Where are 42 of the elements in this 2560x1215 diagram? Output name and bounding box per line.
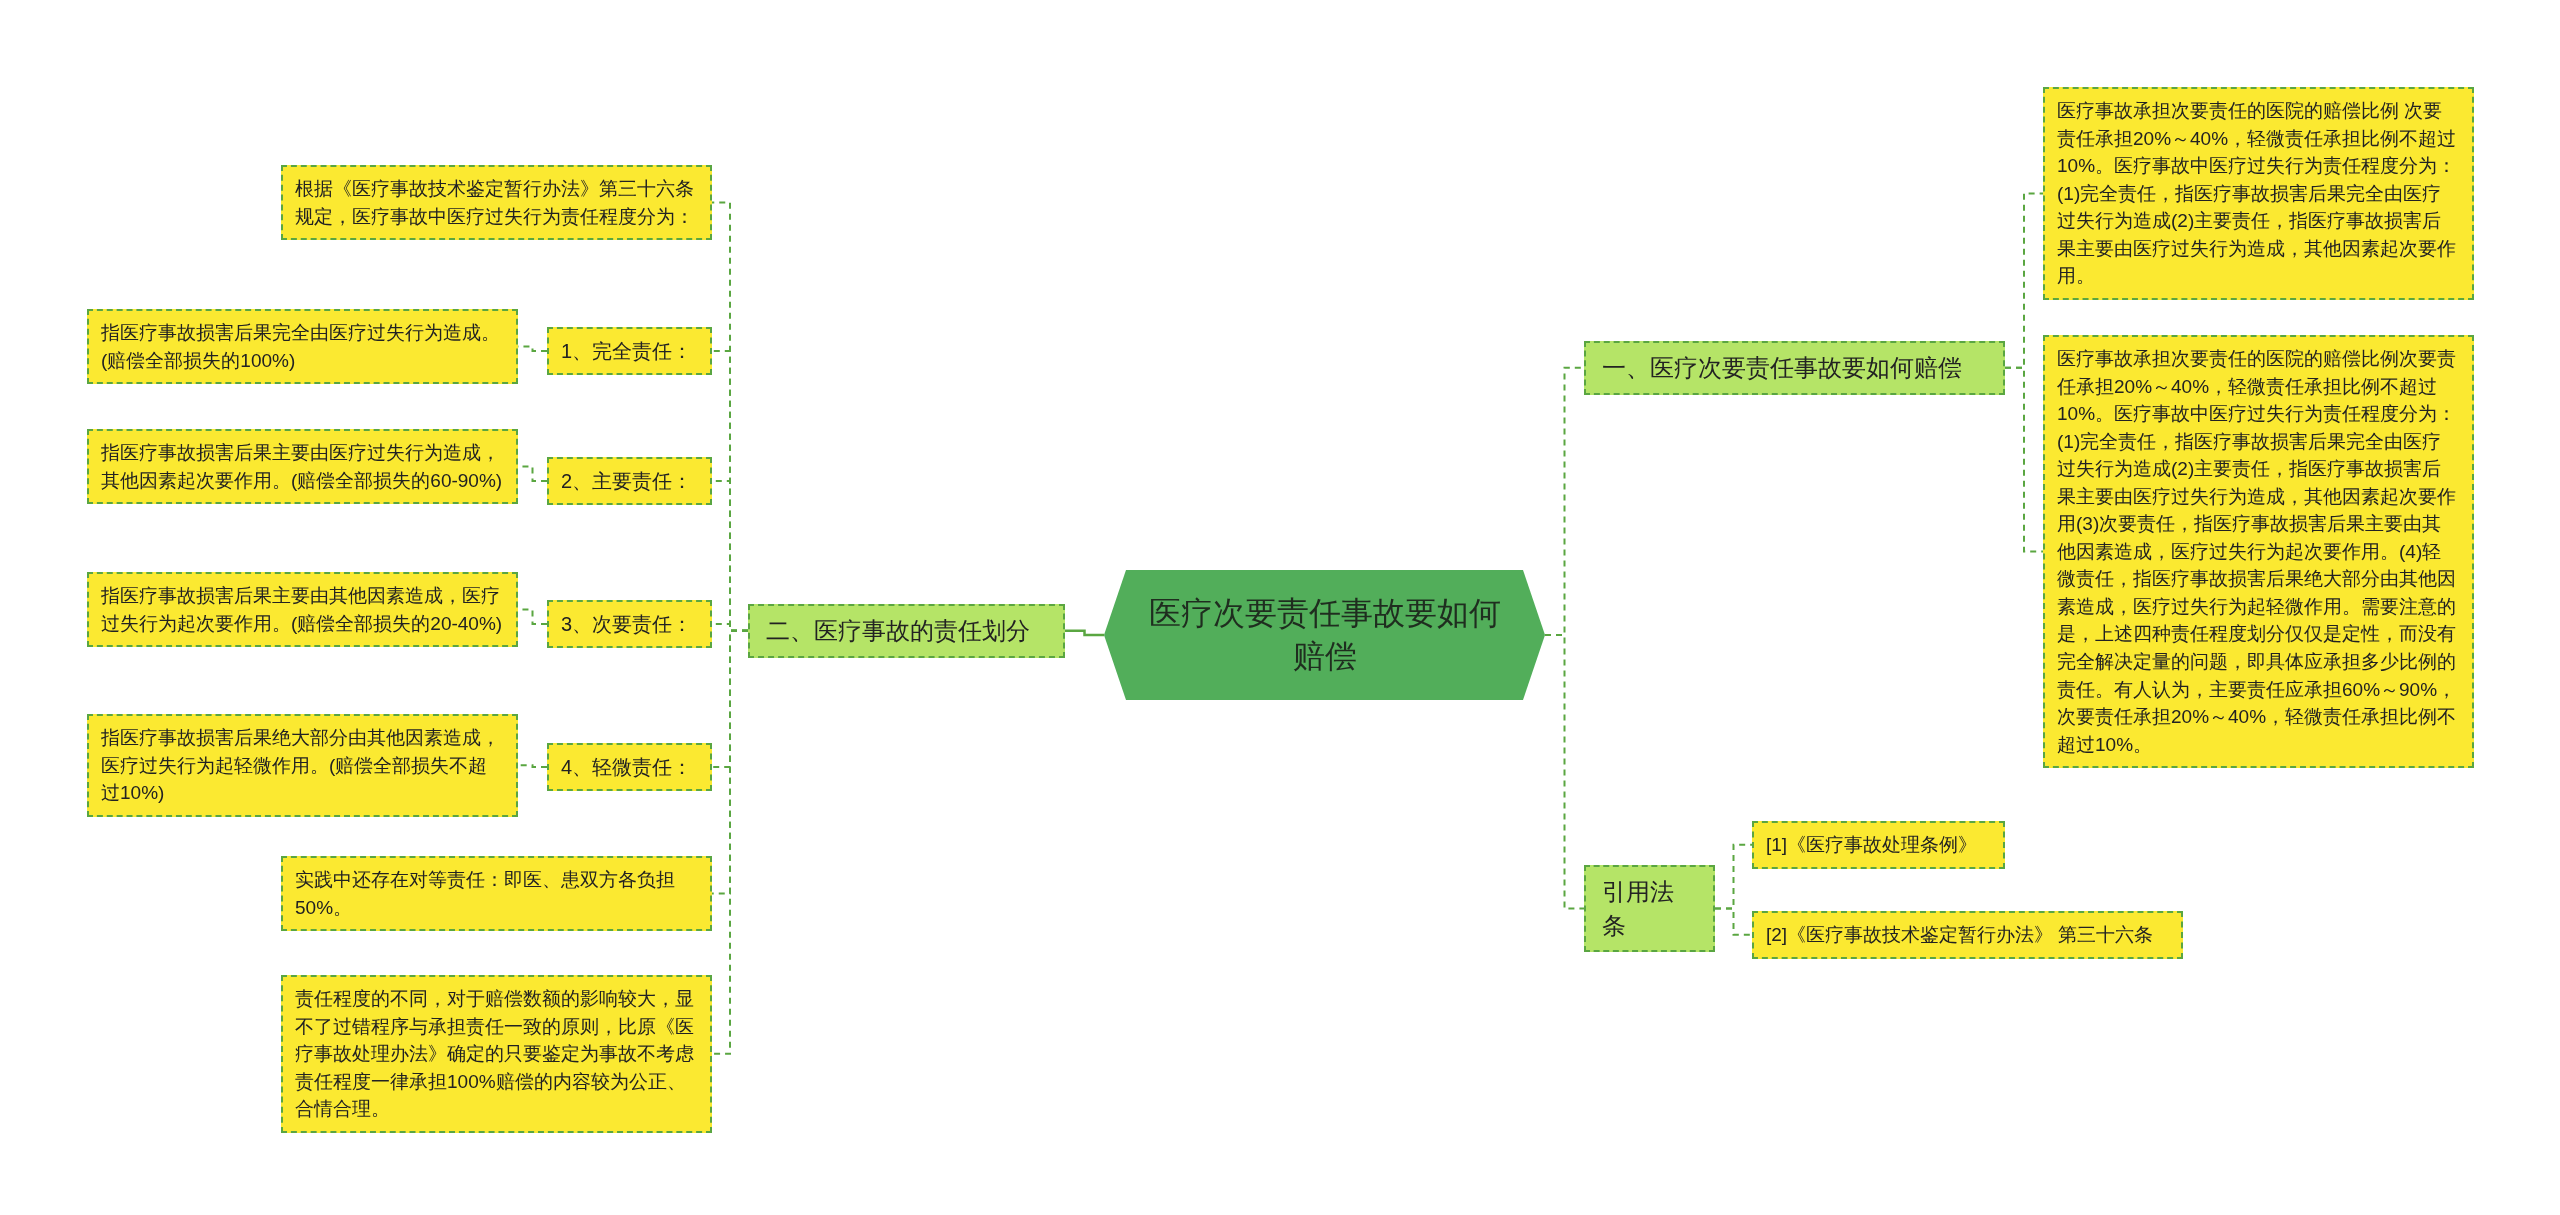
connector-line — [2004, 366, 2044, 553]
topic-text: 指医疗事故损害后果主要由其他因素造成，医疗过失行为起次要作用。(赔偿全部损失的20-40%) — [101, 584, 504, 636]
topic-text: 指医疗事故损害后果完全由医疗过失行为造成。(赔偿全部损失的100%) — [101, 321, 501, 373]
subtopic-box — [547, 600, 712, 648]
topic-text: 医疗事故承担次要责任的医院的赔偿比例 次要责任承担20%～40%，轻微责任承担比例不超过10%。医疗事故中医疗过失行为责任程度分为：(1)完全责任，指医疗事故损害后果完全由医疗过失行为造成(2)主要责任，指医疗事故损害后果主要由医疗过失行为造成，其他因素起次要作用。 — [2057, 99, 2458, 289]
connector-line — [1714, 907, 1753, 936]
topic-text: 3、次要责任： — [561, 612, 694, 637]
topic-text: 4、轻微责任： — [561, 755, 694, 780]
note-box — [87, 429, 518, 505]
topic-text: 2、主要责任： — [561, 469, 694, 494]
note-box — [281, 856, 712, 932]
topic-text: 责任程度的不同，对于赔偿数额的影响较大，显不了过错程序与承担责任一致的原则，比原《医疗事故处理办法》确定的只要鉴定为事故不考虑责任程度一律承担100%赔偿的内容较为公正、合情合理。 — [295, 987, 695, 1122]
subtopic-box — [547, 743, 712, 791]
note-box — [281, 975, 712, 1133]
note-box — [281, 165, 712, 241]
connector-line — [711, 629, 749, 1055]
subtopic-box — [547, 457, 712, 505]
topic-text: 根据《医疗事故技术鉴定暂行办法》第三十六条规定，医疗事故中医疗过失行为责任程度分为： — [295, 177, 695, 229]
note-box — [87, 572, 518, 648]
note-box — [1752, 911, 2183, 959]
topic-text: 实践中还存在对等责任：即医、患双方各负担50%。 — [295, 868, 676, 920]
topic-text: 1、完全责任： — [561, 339, 694, 364]
note-box — [2043, 87, 2474, 300]
topic-text: 一、医疗次要责任事故要如何赔偿 — [1602, 353, 1963, 383]
note-box — [87, 714, 518, 817]
note-box — [1752, 821, 2005, 869]
subtopic-box — [547, 327, 712, 375]
topic-text: 医疗次要责任事故要如何赔偿 — [1147, 593, 1502, 676]
topic-text: 医疗事故承担次要责任的医院的赔偿比例次要责任承担20%～40%，轻微责任承担比例不超过10%。医疗事故中医疗过失行为责任程度分为：(1)完全责任，指医疗事故损害后果完全由医疗过失行为造成(2)主要责任，指医疗事故损害后果主要由医疗过失行为造成，其他因素起次要作用(3)次要责任，指医疗事故损害后果主要由其他因素造成，医疗过失行为起次要作用。(4)轻微责任，指医疗事故损害后果绝大部分由其他因素造成，医疗过失行为起轻微作用。需要注意的是，上述四种责任程度划分仅仅是定性，而没有完全解决定量的问题，即具体应承担多少比例的责任。有人认为，主要责任应承担60%～90%，次要责任承担20%～40%，轻微责任承担比例不超过10%。 — [2057, 347, 2458, 757]
note-box — [87, 309, 518, 385]
connector-line — [1544, 634, 1585, 910]
topic-text: 二、医疗事故的责任划分 — [766, 616, 1031, 646]
branch-topic-box — [1584, 865, 1715, 953]
branch-topic-box — [748, 604, 1065, 658]
topic-text: [1]《医疗事故处理条例》 — [1766, 833, 1979, 857]
topic-text: [2]《医疗事故技术鉴定暂行办法》 第三十六条 — [1766, 923, 2155, 947]
branch-topic-box — [1584, 341, 2005, 395]
connector-line — [1065, 629, 1104, 637]
topic-text: 指医疗事故损害后果主要由医疗过失行为造成，其他因素起次要作用。(赔偿全部损失的60-90%) — [101, 441, 504, 493]
topic-text: 指医疗事故损害后果绝大部分由其他因素造成，医疗过失行为起轻微作用。(赔偿全部损失不超过10%) — [101, 726, 501, 806]
topic-text: 引用法条 — [1602, 877, 1675, 941]
central-topic-hexagon — [1104, 570, 1545, 700]
